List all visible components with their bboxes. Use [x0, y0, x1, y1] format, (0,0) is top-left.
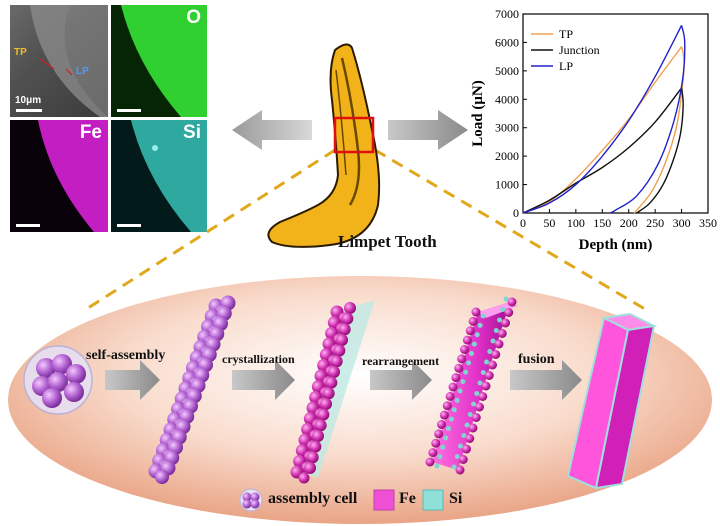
series-junction-unloading-line [636, 87, 684, 214]
silicon-map-label: Si [183, 122, 201, 143]
process-background-ellipse [8, 276, 712, 524]
left-arrow-icon [232, 110, 312, 150]
rearranged-rod [425, 296, 518, 475]
step-label-rearrangement: rearrangement [362, 354, 440, 368]
legend-fe-swatch [373, 489, 395, 511]
y-tick-label: 0 [513, 206, 519, 220]
self-assembled-rod [148, 295, 236, 484]
sem-image-panel: TP LP 10μm [10, 5, 108, 117]
chart-frame [522, 13, 709, 214]
legend-fe-label: Fe [399, 490, 416, 507]
y-tick-label: 4000 [495, 92, 519, 106]
lp-label: LP [76, 66, 89, 77]
x-tick-label: 0 [520, 216, 526, 230]
process-arrow-1-icon [105, 360, 160, 400]
legend-si-swatch [422, 489, 444, 511]
crystallized-rod [290, 300, 375, 484]
oxygen-map-label: O [186, 7, 201, 28]
scale-bar [117, 109, 141, 112]
legend-si-label: Si [449, 490, 463, 507]
dashed-line-right [374, 148, 651, 314]
lp-arrow [65, 68, 73, 76]
scale-label: 10μm [15, 95, 42, 106]
process-arrow-4-icon [510, 360, 582, 400]
y-tick-label: 2000 [495, 149, 519, 163]
x-tick-label: 200 [620, 216, 638, 230]
x-axis-label: Depth (nm) [579, 237, 653, 253]
y-tick-label: 3000 [495, 121, 519, 135]
iron-map-panel: Fe [10, 120, 108, 232]
assembly-cell-cluster [23, 345, 93, 415]
series-lp-loading-line [522, 25, 683, 214]
scale-bar [16, 224, 40, 227]
x-tick-label: 300 [673, 216, 691, 230]
y-axis-label: Load (μN) [470, 80, 486, 146]
selection-box [333, 116, 375, 154]
tp-arrow [39, 58, 55, 70]
step-label-crystallization: crystallization [222, 352, 295, 366]
oxygen-map-panel: O [111, 5, 207, 117]
limpet-tooth-illustration [267, 43, 381, 248]
legend-lp-label: LP [559, 59, 573, 73]
y-tick-label: 5000 [495, 64, 519, 78]
y-tick-label: 7000 [495, 7, 519, 21]
x-tick-label: 250 [646, 216, 664, 230]
process-arrow-2-icon [232, 360, 295, 400]
tp-label: TP [14, 47, 27, 58]
x-tick-label: 50 [543, 216, 555, 230]
legend-assembly-cell-label: assembly cell [268, 490, 358, 507]
limpet-tooth-label: Limpet Tooth [338, 232, 437, 251]
x-tick-label: 350 [699, 216, 717, 230]
dashed-line-left [84, 148, 336, 312]
fused-fe-prism [566, 312, 658, 490]
series-junction-loading-line [522, 87, 683, 214]
y-tick-label: 1000 [495, 178, 519, 192]
sem-tooth-shape [16, 5, 108, 117]
right-arrow-icon [388, 110, 468, 150]
iron-map-label: Fe [79, 122, 102, 143]
x-tick-label: 150 [593, 216, 611, 230]
series-tp-loading-line [522, 46, 683, 214]
x-tick-label: 100 [567, 216, 585, 230]
series-lp-unloading-line [609, 25, 686, 214]
scale-bar [117, 224, 141, 227]
legend-junction-label: Junction [559, 43, 600, 57]
load-depth-chart: 0 50 100 150 200 250 300 350 0 1000 2000 3000 4000 50… [470, 7, 717, 253]
silicon-map-panel: Si [111, 120, 207, 232]
y-tick-label: 6000 [495, 35, 519, 49]
step-label-self-assembly: self-assembly [86, 348, 166, 363]
scale-bar [16, 109, 42, 112]
legend-tp-label: TP [559, 27, 573, 41]
step-label-fusion: fusion [518, 352, 555, 367]
legend-assembly-cell-icon [239, 488, 263, 512]
process-arrow-3-icon [370, 360, 432, 400]
